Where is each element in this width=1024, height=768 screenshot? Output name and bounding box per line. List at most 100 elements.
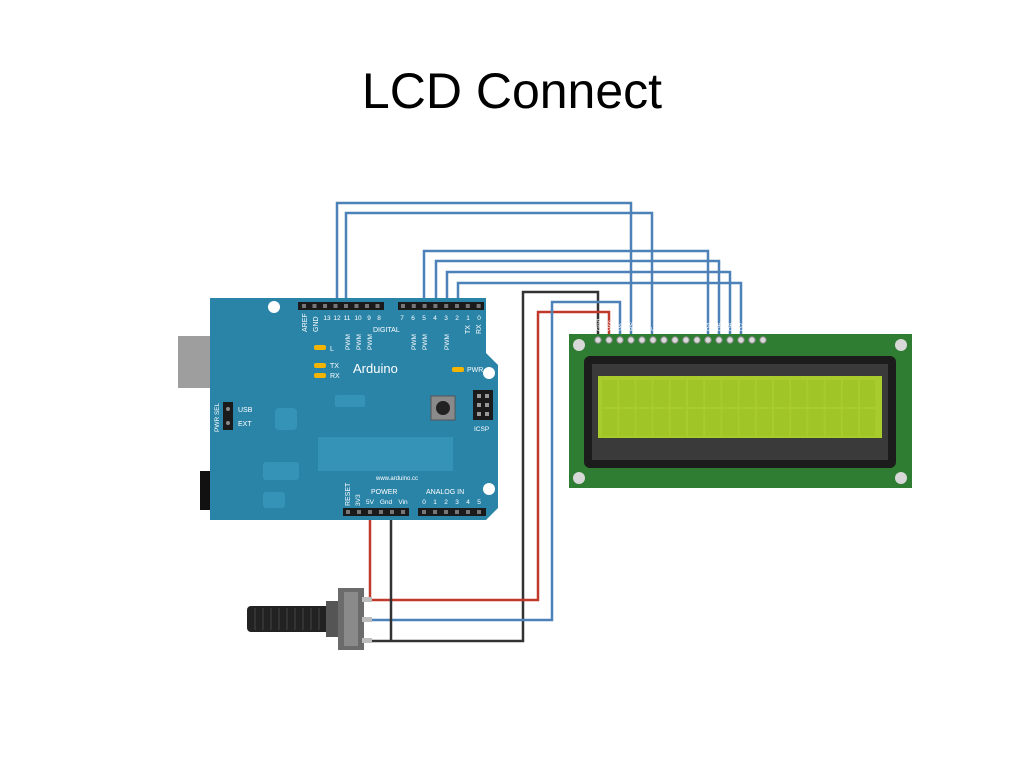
header-pin xyxy=(466,510,470,514)
header-pin xyxy=(375,304,380,308)
header-pin xyxy=(302,304,306,308)
header-pin xyxy=(422,304,427,308)
pin-num-1: 1 xyxy=(466,315,470,322)
header-pin xyxy=(365,304,369,308)
pin-num-5: 5 xyxy=(422,315,426,322)
wire-lcd-gnd xyxy=(370,290,600,643)
led-rx xyxy=(314,373,326,378)
label-pwm: PWM xyxy=(411,334,418,350)
pot-knob[interactable] xyxy=(247,606,337,632)
pot-body-face xyxy=(344,592,358,646)
label-led-tx: TX xyxy=(330,363,339,370)
pwr-sel-jumper[interactable] xyxy=(223,402,233,430)
lcd-mounting-hole xyxy=(573,339,585,351)
lcd-character-cell xyxy=(653,409,669,436)
pin-num-7: 7 xyxy=(400,315,404,322)
lcd-character-cell xyxy=(774,409,790,436)
label-a2: 2 xyxy=(444,499,448,506)
potentiometer[interactable] xyxy=(247,588,372,650)
header-pin xyxy=(312,304,317,308)
lcd-character-cell xyxy=(860,380,876,407)
lcd-header-pin xyxy=(715,336,723,344)
header-pin xyxy=(368,510,372,514)
label-3v3: 3V3 xyxy=(355,494,362,506)
header-pin xyxy=(455,510,459,514)
led-tx xyxy=(314,363,326,368)
lcd-label-vcc: Vcc xyxy=(607,319,614,331)
header-pins xyxy=(401,304,481,308)
lcd-label-vo: Vo xyxy=(618,323,625,331)
header-pin xyxy=(333,304,338,308)
pin-num-8: 8 xyxy=(377,315,381,322)
label-digital: DIGITAL xyxy=(373,327,400,334)
lcd-header-pin xyxy=(704,336,712,344)
label-tx: TX xyxy=(465,325,472,334)
label-icsp: ICSP xyxy=(474,426,489,433)
lcd-mounting-hole xyxy=(573,472,585,484)
label-led-l: L xyxy=(330,346,334,353)
lcd-header-pin xyxy=(748,336,756,344)
label-aref: AREF xyxy=(302,313,309,332)
lcd-header-pin xyxy=(693,336,701,344)
lcd-header-pin xyxy=(671,336,679,344)
header-pin xyxy=(411,304,416,308)
pot-pin xyxy=(362,597,372,602)
header-pin xyxy=(444,304,449,308)
label-a3: 3 xyxy=(455,499,459,506)
pin-num-10: 10 xyxy=(354,315,362,322)
lcd-character-cell xyxy=(756,409,772,436)
lcd-character-cell xyxy=(722,409,738,436)
pin-num-3: 3 xyxy=(444,315,448,322)
wire-d11-e xyxy=(344,211,654,340)
label-a1: 1 xyxy=(433,499,437,506)
lcd-character-cell xyxy=(636,409,652,436)
icsp-pins xyxy=(477,394,489,416)
pin-num-12: 12 xyxy=(333,315,341,322)
label-pwr-sel: PWR SEL xyxy=(214,402,221,432)
lcd-character-cell xyxy=(619,409,635,436)
lcd-header-pins xyxy=(594,336,767,344)
lcd-character-cell xyxy=(739,409,755,436)
lcd-header-pin xyxy=(605,336,613,344)
lcd-header-pin xyxy=(759,336,767,344)
header-pin xyxy=(433,304,438,308)
lcd-character-cell xyxy=(619,380,635,407)
pin-num-2: 2 xyxy=(455,315,459,322)
label-analog-in: ANALOG IN xyxy=(426,489,464,496)
label-gnd-bottom: Gnd xyxy=(380,499,393,506)
label-a0: 0 xyxy=(422,499,426,506)
icsp-header xyxy=(473,390,493,420)
led-l xyxy=(314,345,326,350)
header-pin xyxy=(379,510,383,514)
label-reset: RESET xyxy=(345,482,352,506)
lcd-character-cell xyxy=(825,380,841,407)
header-top-left xyxy=(298,302,384,310)
led-pwr xyxy=(452,367,464,372)
lcd-header-pin xyxy=(627,336,635,344)
mounting-hole xyxy=(268,301,280,313)
lcd-character-cell xyxy=(808,380,824,407)
lcd-character-cell xyxy=(791,380,807,407)
header-pin xyxy=(455,304,459,308)
wire-d5-d4 xyxy=(422,249,710,340)
header-pin xyxy=(344,304,348,308)
pin-num-13: 13 xyxy=(323,315,331,322)
lcd-character-cell xyxy=(756,380,772,407)
reset-button-cap xyxy=(436,401,450,415)
slide-title: LCD Connect xyxy=(361,63,663,119)
pot-pin xyxy=(362,638,372,643)
lcd-label-rw: R/W xyxy=(640,318,647,332)
lcd-character-cell xyxy=(636,380,652,407)
lcd-label-rs: RS xyxy=(629,321,636,331)
lcd-character-grid xyxy=(602,380,876,436)
lcd-character-cell xyxy=(825,409,841,436)
lcd-character-cell xyxy=(860,409,876,436)
lcd-header-pin xyxy=(649,336,657,344)
lcd-module: Gnd Vcc Vo RS R/W E D4 D5 D6 D7 xyxy=(569,318,912,488)
lcd-header-pin xyxy=(682,336,690,344)
pin-num-0: 0 xyxy=(477,315,481,322)
header-pin xyxy=(401,304,405,308)
lcd-character-cell xyxy=(688,409,704,436)
lcd-character-cell xyxy=(791,409,807,436)
lcd-header-pin xyxy=(737,336,745,344)
